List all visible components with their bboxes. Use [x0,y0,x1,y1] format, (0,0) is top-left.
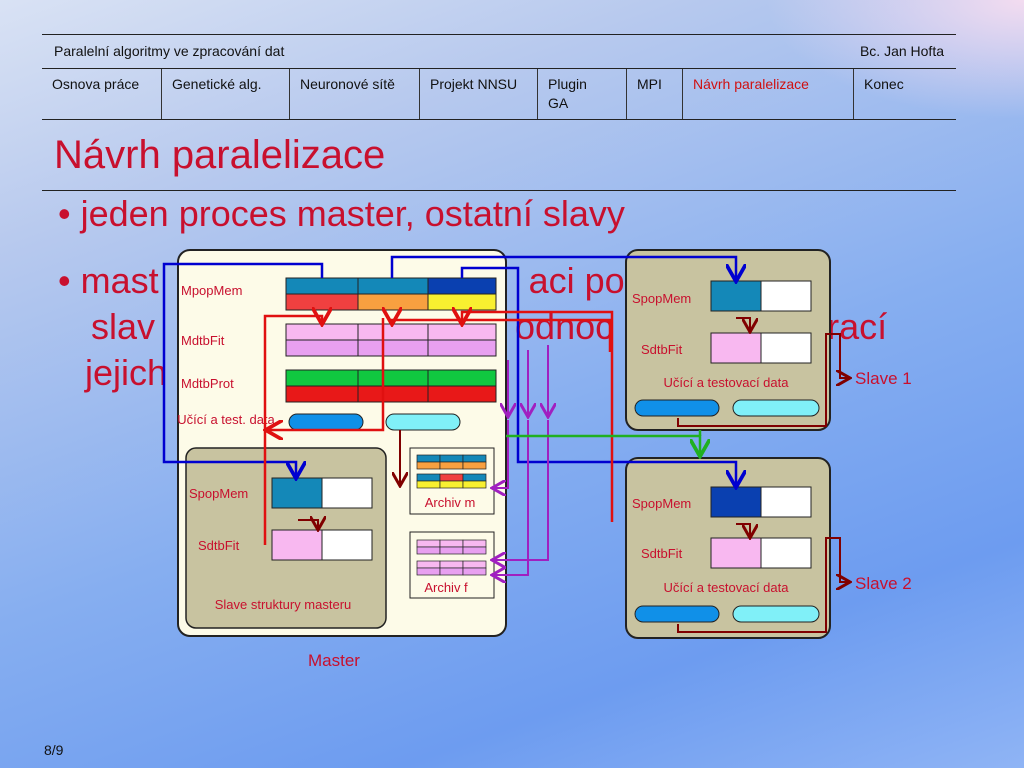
master-sdtbfit-cell [271,529,323,561]
nav-item-projekt[interactable]: Projekt NNSU [420,69,538,119]
corner-glow [764,0,1024,120]
slave2-spopmem-cell [710,486,762,518]
top-rule [42,34,956,35]
master-spopmem-cell [271,477,323,509]
slave1-test-data [732,399,820,417]
slave2-sdtbfit-cell [760,537,812,569]
master-spopmem-label: SpopMem [189,486,248,501]
bullet-1: • jeden proces master, ostatní slavy [58,193,625,234]
archiv-m-box [409,447,495,515]
master-sdtbfit-cell [321,529,373,561]
nav-label: MPI [637,76,662,92]
nav-item-neuronove[interactable]: Neuronové sítě [290,69,420,119]
nav-label: Konec [864,76,904,92]
header-rule [42,68,956,69]
master-test-data [385,413,461,431]
slave2-sdtbfit-label: SdtbFit [641,546,683,561]
slave2-train-data [634,605,720,623]
master-spopmem-cell [321,477,373,509]
master-slave-struct-box [185,447,387,629]
bullet-2-frag: mast [80,260,159,301]
slave-struct-caption: Slave struktury masteru [215,597,352,612]
master-train-label: Učící a test. data [177,412,275,427]
archiv-m-label: Archiv m [425,495,476,510]
bullet-2-frag: jejich [85,352,168,393]
archiv-m-array [416,454,487,489]
nav-label: Osnova práce [52,76,140,92]
slave1-train-data [634,399,720,417]
master-label: Master [308,651,360,670]
slide-navigation: Osnova práce Genetické alg. Neuronové sí… [42,69,956,119]
nav-label: Projekt NNSU [430,76,518,92]
bullet-2-frag: slav [91,306,156,347]
nav-item-plugin[interactable]: Plugin GA [538,69,627,119]
slave2-sdtbfit-cell [710,537,762,569]
slide-title: Návrh paralelizace [54,133,386,177]
slave2-box [625,457,831,639]
bullet-2-frag: odnoc [515,306,614,347]
nav-item-konec[interactable]: Konec [854,69,956,119]
slave2-test-data [732,605,820,623]
nav-label: Neuronové sítě [300,76,395,92]
slave2-train-label: Učící a testovací data [663,580,789,595]
bullet-2-frag: vrací [809,306,888,347]
data-broadcast-arrows [506,430,700,454]
nav-rule [42,119,956,120]
nav-label: Genetické alg. [172,76,262,92]
slave2-spopmem-label: SpopMem [632,496,691,511]
author-name: Bc. Jan Hofta [859,43,944,59]
nav-item-navrh[interactable]: Návrh paralelizace [683,69,854,119]
nav-item-osnova[interactable]: Osnova práce [42,69,162,119]
archiv-f-array [416,539,487,576]
bullet-2-frag: aci pos [528,260,643,301]
master-train-data [288,413,364,431]
bullet-1-text: jeden proces master, ostatní slavy [80,193,625,234]
slave2-spopmem-cell [760,486,812,518]
nav-label: Návrh paralelizace [693,76,809,92]
slide-header: Paralelní algoritmy ve zpracování dat Bc… [42,35,956,67]
slave2-label: Slave 2 [855,574,912,593]
page-number: 8/9 [44,742,64,758]
nav-item-mpi[interactable]: MPI [627,69,683,119]
archiv-f-label: Archiv f [424,580,468,595]
nav-item-geneticke[interactable]: Genetické alg. [162,69,290,119]
title-rule [42,190,956,191]
master-sdtbfit-label: SdtbFit [198,538,240,553]
course-title: Paralelní algoritmy ve zpracování dat [54,43,285,59]
nav-label: Plugin GA [548,76,587,111]
archiv-f-box [409,531,495,599]
